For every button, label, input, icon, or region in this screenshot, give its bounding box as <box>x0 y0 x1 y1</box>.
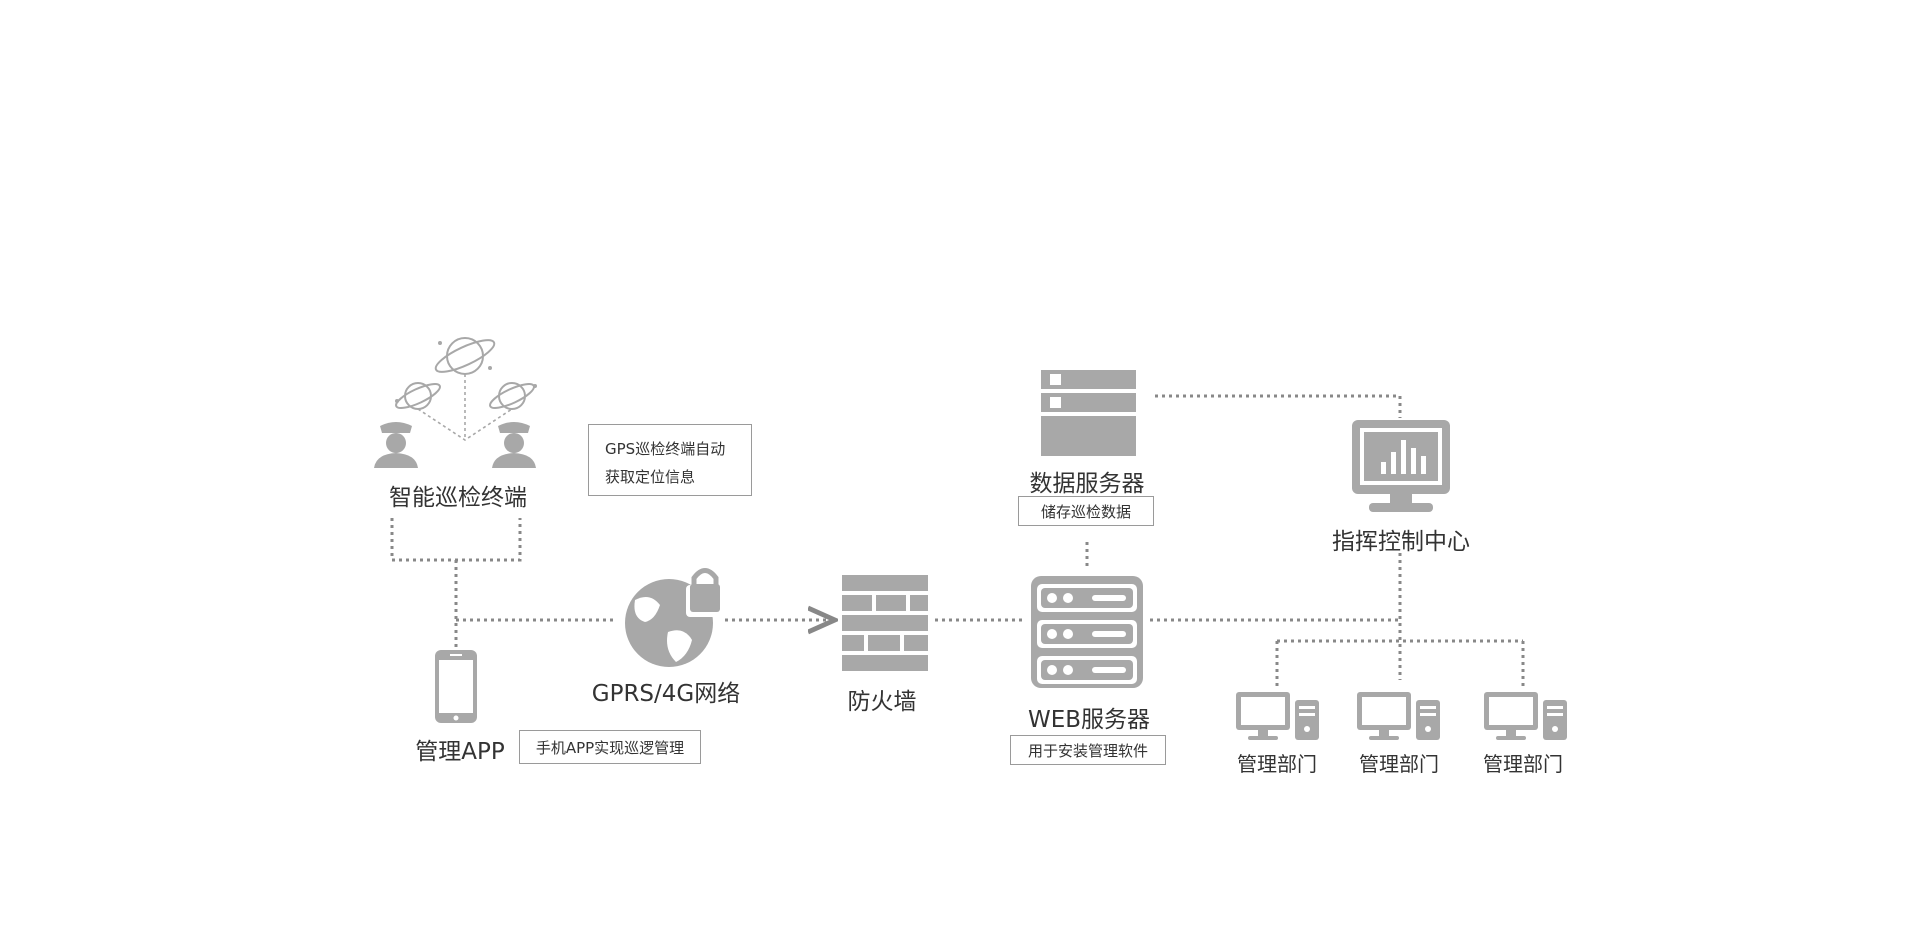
terminal-icon-group <box>374 337 537 468</box>
computer-icon <box>1357 692 1440 740</box>
gps-note-line-2: 获取定位信息 <box>605 468 696 486</box>
globe-lock-icon <box>625 568 724 667</box>
data-server-to-center-line <box>1155 394 1402 418</box>
firewall-label: 防火墙 <box>847 689 917 715</box>
guard-icon <box>374 422 418 468</box>
data-server-icon <box>1041 370 1136 456</box>
monitor-chart-icon <box>1352 420 1450 512</box>
web-server-icon <box>1031 576 1143 688</box>
department-label-1: 管理部门 <box>1237 752 1317 776</box>
department-label-3: 管理部门 <box>1483 752 1563 776</box>
command-center-label: 指挥控制中心 <box>1332 529 1470 555</box>
smartphone-icon <box>435 650 477 723</box>
guard-icon <box>492 422 536 468</box>
app-label: 管理APP <box>415 739 505 765</box>
network-label: GPRS/4G网络 <box>591 681 741 707</box>
firewall-icon <box>842 575 928 671</box>
computer-icon <box>1236 692 1319 740</box>
gps-note-line-1: GPS巡检终端自动 <box>605 440 726 458</box>
terminal-label: 智能巡检终端 <box>389 485 527 511</box>
data-server-label: 数据服务器 <box>1029 471 1145 497</box>
web-server-label: WEB服务器 <box>1027 707 1151 733</box>
web-server-note-box: 用于安装管理软件 <box>1010 735 1166 765</box>
gps-note-box: GPS巡检终端自动 获取定位信息 <box>588 424 752 496</box>
data-server-note-box: 储存巡检数据 <box>1018 496 1154 526</box>
app-note-box: 手机APP实现巡逻管理 <box>519 730 701 764</box>
department-label-2: 管理部门 <box>1359 752 1439 776</box>
connection-lines <box>390 394 1525 688</box>
computer-icon <box>1484 692 1567 740</box>
terminal-bracket-line <box>390 518 522 562</box>
